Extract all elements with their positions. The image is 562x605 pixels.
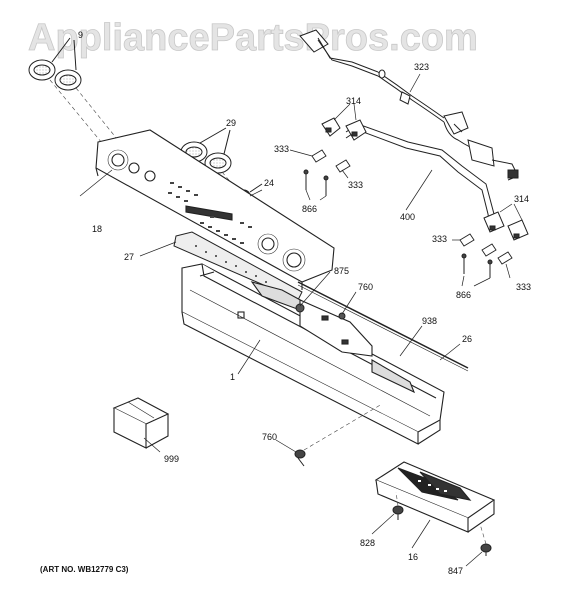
callout-847: 847 xyxy=(448,566,463,576)
rod xyxy=(297,281,469,372)
callout-999: 999 xyxy=(164,454,179,464)
ignitor-tube xyxy=(345,123,497,227)
control-board xyxy=(374,461,496,533)
screw-875 xyxy=(295,303,305,313)
watermark-text: AppliancePartsPros.com xyxy=(28,17,478,59)
callout-26: 26 xyxy=(462,334,472,344)
wire-harness xyxy=(299,29,519,181)
board-guide-lines xyxy=(395,491,487,545)
callout-29: 29 xyxy=(226,118,236,128)
inner-panel xyxy=(173,231,303,301)
parts-box xyxy=(112,397,170,449)
orifices xyxy=(311,149,513,265)
screw-847 xyxy=(480,543,492,556)
knob-group-top-left xyxy=(28,37,82,91)
leader-lines xyxy=(79,73,523,567)
callout-400: 400 xyxy=(400,212,415,222)
callout-333-b: 333 xyxy=(348,180,363,190)
callout-18: 18 xyxy=(92,224,102,234)
screw-760-lower xyxy=(294,449,306,467)
control-panel-face xyxy=(95,129,335,290)
callout-24: 24 xyxy=(264,178,274,188)
backsplash-housing xyxy=(181,263,445,445)
callout-333-d: 333 xyxy=(516,282,531,292)
knob-group-center xyxy=(180,127,232,174)
screws-866 xyxy=(303,169,493,278)
art-number-note: (ART NO. WB12779 C3) xyxy=(40,565,129,574)
callout-938: 938 xyxy=(422,316,437,326)
screw-760-upper xyxy=(338,312,346,320)
callout-333-a: 333 xyxy=(274,144,289,154)
callout-9: 9 xyxy=(78,30,83,40)
callout-27: 27 xyxy=(124,252,134,262)
callout-760-lower: 760 xyxy=(262,432,277,442)
callout-875: 875 xyxy=(334,266,349,276)
callout-314-lower: 314 xyxy=(514,194,529,204)
callout-333-c: 333 xyxy=(432,234,447,244)
valves-lower xyxy=(483,211,529,241)
callout-866-a: 866 xyxy=(302,204,317,214)
callout-828: 828 xyxy=(360,538,375,548)
callout-16: 16 xyxy=(408,552,418,562)
screw-828 xyxy=(392,505,404,520)
callout-323: 323 xyxy=(414,62,429,72)
callout-1: 1 xyxy=(230,372,235,382)
callout-314-upper: 314 xyxy=(346,96,361,106)
callout-760-upper: 760 xyxy=(358,282,373,292)
valves-upper xyxy=(321,117,367,141)
screw-guide-line xyxy=(303,403,383,451)
callout-866-b: 866 xyxy=(456,290,471,300)
